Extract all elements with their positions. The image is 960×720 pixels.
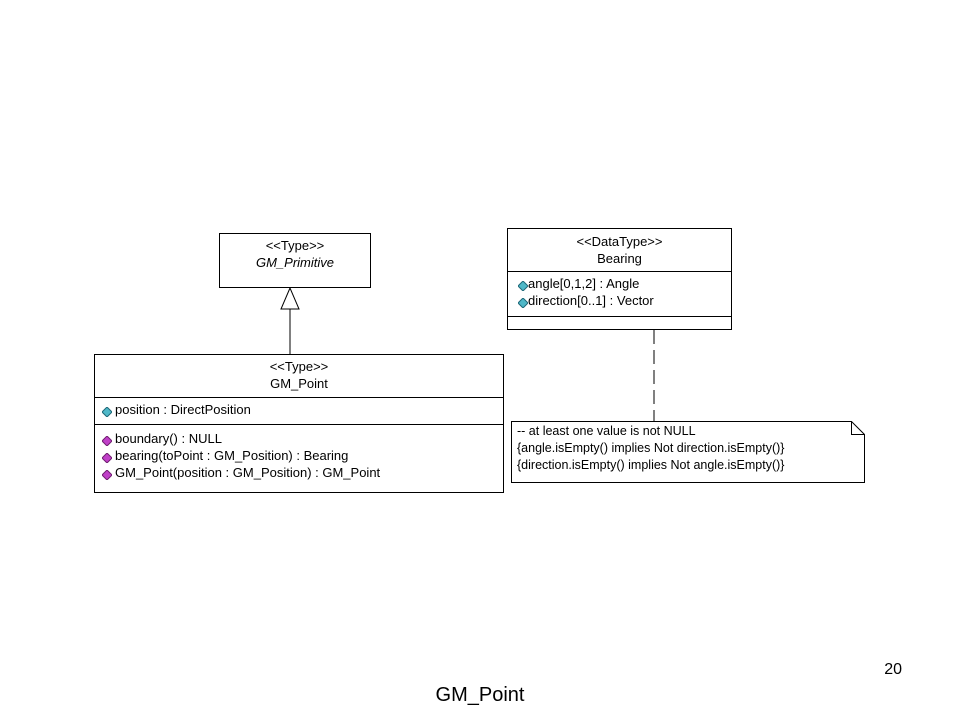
bearing-attribute-row[interactable]: direction[0..1] : Vector — [508, 292, 731, 309]
gm-point-operation-text: boundary() : NULL — [115, 431, 222, 446]
gm-point-class[interactable]: <<Type>> GM_Point position : DirectPosit… — [94, 354, 504, 493]
gm-point-stereotype: <<Type>> — [269, 359, 329, 374]
operation-diamond-icon — [101, 467, 113, 481]
bearing-name: Bearing — [597, 251, 642, 266]
note-line: {direction.isEmpty() implies Not angle.i… — [517, 458, 785, 472]
bearing-attributes: angle[0,1,2] : Angle direction[0..1] : V… — [508, 271, 731, 316]
generalization-arrowhead — [280, 286, 300, 310]
gm-point-operation-row[interactable]: GM_Point(position : GM_Position) : GM_Po… — [95, 464, 503, 481]
note-line: -- at least one value is not NULL — [517, 424, 696, 438]
note-line: {angle.isEmpty() implies Not direction.i… — [517, 441, 785, 455]
gm-point-header: <<Type>> GM_Point — [95, 355, 503, 397]
bearing-attribute-text: angle[0,1,2] : Angle — [528, 276, 640, 291]
gm-point-operation-text: bearing(toPoint : GM_Position) : Bearing — [115, 448, 349, 463]
slide-title: GM_Point — [435, 684, 525, 706]
bearing-operations — [508, 316, 731, 330]
gm-point-operation-row[interactable]: boundary() : NULL — [95, 430, 503, 447]
gm-point-operation-row[interactable]: bearing(toPoint : GM_Position) : Bearing — [95, 447, 503, 464]
bearing-header: <<DataType>> Bearing — [508, 229, 731, 271]
gm-point-operation-text: GM_Point(position : GM_Position) : GM_Po… — [115, 465, 381, 480]
slide-number: 20 — [884, 661, 902, 678]
gm-point-name: GM_Point — [270, 376, 328, 391]
gm-primitive-stereotype: <<Type>> — [265, 238, 325, 253]
gm-primitive-name: GM_Primitive — [255, 255, 334, 270]
bearing-stereotype: <<DataType>> — [576, 234, 663, 249]
constraint-note[interactable]: -- at least one value is not NULL {angle… — [511, 421, 865, 483]
gm-point-operations: boundary() : NULL bearing(toPoint : GM_P… — [95, 424, 503, 481]
attribute-diamond-icon — [517, 295, 529, 309]
attribute-diamond-icon — [101, 404, 113, 418]
gm-point-attribute-row[interactable]: position : DirectPosition — [95, 401, 503, 418]
operation-diamond-icon — [101, 433, 113, 447]
bearing-attribute-text: direction[0..1] : Vector — [528, 293, 654, 308]
bearing-class[interactable]: <<DataType>> Bearing angle[0,1,2] : Angl… — [507, 228, 732, 330]
gm-primitive-class[interactable]: <<Type>> GM_Primitive — [219, 233, 371, 288]
gm-point-attribute-text: position : DirectPosition — [115, 402, 251, 417]
operation-diamond-icon — [101, 450, 113, 464]
attribute-diamond-icon — [517, 278, 529, 292]
gm-point-attributes: position : DirectPosition — [95, 397, 503, 424]
bearing-attribute-row[interactable]: angle[0,1,2] : Angle — [508, 275, 731, 292]
note-shape — [511, 421, 865, 483]
